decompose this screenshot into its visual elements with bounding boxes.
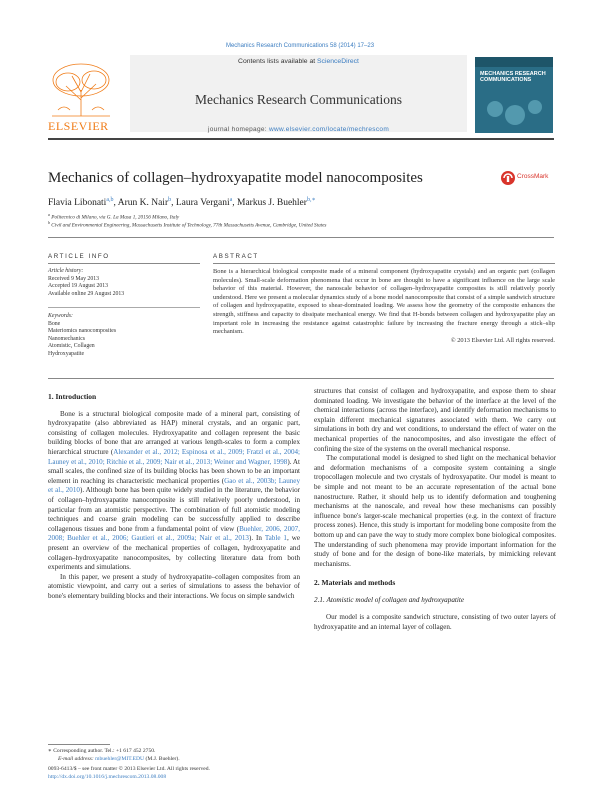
history-item: Available online 29 August 2013 <box>48 290 125 297</box>
contents-line: Contents lists available at ScienceDirec… <box>130 58 467 65</box>
footnote-rule <box>48 744 110 745</box>
abstract-heading: ABSTRACT <box>213 253 259 260</box>
right-paragraph-2: The computational model is designed to s… <box>314 454 556 568</box>
homepage-prefix: journal homepage: <box>207 126 270 133</box>
author-sup[interactable]: b,∗ <box>306 197 316 203</box>
article-title: Mechanics of collagen–hydroxyapatite mod… <box>48 170 423 186</box>
journal-title: Mechanics Research Communications <box>195 92 402 107</box>
history-item: Received 9 May 2013 <box>48 275 100 282</box>
paragraph-text: , we present an overview of the mechanic… <box>48 534 300 572</box>
crossmark-label: CrossMark <box>517 173 549 180</box>
keyword: Atomistic, Collagen <box>48 343 95 350</box>
elsevier-tree-logo <box>44 60 118 118</box>
homepage-link[interactable]: www.elsevier.com/locate/mechrescom <box>269 126 390 133</box>
info-rule <box>48 263 200 264</box>
history-item: Accepted 19 August 2013 <box>48 283 109 290</box>
intro-paragraph-1: Bone is a structural biological composit… <box>48 410 300 573</box>
corresponding-author: ∗ Corresponding author. Tel.: +1 617 452… <box>48 748 156 754</box>
paragraph-text: ). At small scales, the confined size of… <box>48 457 300 485</box>
abstract-text: Bone is a hierarchical biological compos… <box>213 268 555 336</box>
right-paragraph-1: structures that consist of collagen and … <box>314 387 556 453</box>
cover-title: MECHANICS RESEARCH COMMUNICATIONS <box>480 71 546 83</box>
subsection-heading-model: 2.1. Atomistic model of collagen and hyd… <box>314 595 465 604</box>
email-line: E-mail address: mbuehler@MIT.EDU (M.J. B… <box>48 756 210 764</box>
affiliation-text: Civil and Environmental Engineering, Mas… <box>51 222 327 229</box>
paragraph-text: ). Although bone has been quite widely s… <box>48 486 300 533</box>
citation-link[interactable]: Gao et al., 2003b; Launey et al., 2010 <box>48 476 300 495</box>
author-name: Markus J. Buehler <box>237 198 307 209</box>
abstract-bottom-rule <box>48 378 554 379</box>
email-suffix: (M.J. Buehler). <box>144 755 180 762</box>
author-sup[interactable]: a,b <box>106 197 114 203</box>
journal-citation[interactable]: Mechanics Research Communications 58 (20… <box>225 43 375 49</box>
keyword: Hydroxyapatite <box>48 350 85 357</box>
header-rule <box>48 138 554 140</box>
methods-paragraph-1: Our model is a composite sandwich struct… <box>314 613 556 632</box>
contents-prefix: Contents lists available at <box>238 58 318 65</box>
affiliation-text: Politecnico di Milano, via G. La Masa 1,… <box>51 214 180 221</box>
journal-cover-image: MECHANICS RESEARCH COMMUNICATIONS <box>475 57 553 133</box>
issn-line: 0093-6413/$ – see front matter © 2013 El… <box>48 766 210 772</box>
left-column: 1. Introduction Bone is a structural bio… <box>48 392 300 601</box>
keyword: Nanomechanics <box>48 335 86 342</box>
intro-paragraph-2: In this paper, we present a study of hyd… <box>48 572 300 600</box>
keyword: Bone <box>48 320 61 327</box>
publisher-logo-text: ELSEVIER <box>48 119 109 133</box>
footnotes: ∗ Corresponding author. Tel.: +1 617 452… <box>48 748 210 781</box>
doi-link[interactable]: http://dx.doi.org/10.1016/j.mechrescom.2… <box>48 773 167 780</box>
email-link[interactable]: mbuehler@MIT.EDU <box>95 755 145 762</box>
abstract-copyright: © 2013 Elsevier Ltd. All rights reserved… <box>450 336 555 344</box>
author-name: Laura Vergani <box>175 198 230 209</box>
email-label: E-mail address: <box>58 755 96 762</box>
history-heading: Article history: <box>48 268 84 274</box>
author-sup[interactable]: a <box>229 197 233 203</box>
paragraph-text: Bone is a structural biological composit… <box>48 409 300 456</box>
abstract-rule <box>213 263 555 264</box>
article-history: Article history: Received 9 May 2013 Acc… <box>48 268 124 298</box>
journal-header-box <box>130 55 467 132</box>
citation-link[interactable]: Table 1 <box>264 534 287 543</box>
author-name: Arun K. Nair <box>117 198 169 209</box>
keywords-rule <box>48 307 200 308</box>
paragraph-text: ). In <box>248 534 265 543</box>
author-name: Flavia Libonati <box>48 198 107 209</box>
keyword: Materiomics nanocomposites <box>48 328 117 335</box>
article-info-heading: ARTICLE INFO <box>48 253 110 260</box>
sciencedirect-link[interactable]: ScienceDirect <box>317 58 359 65</box>
affiliation-b: b Civil and Environmental Engineering, M… <box>48 220 326 229</box>
right-column: structures that consist of collagen and … <box>314 387 556 633</box>
crossmark-badge[interactable]: CrossMark <box>500 170 560 186</box>
citation-link[interactable]: Buehler, 2006, 2007, 2008; Buehler et al… <box>48 524 300 543</box>
citation-link[interactable]: Alexander et al., 2012; Espinosa et al.,… <box>48 447 301 466</box>
section-heading-methods: 2. Materials and methods <box>314 578 396 588</box>
affiliation-a: a Politecnico di Milano, via G. La Masa … <box>48 212 179 221</box>
abstract-body: Bone is a hierarchical biological compos… <box>213 268 555 345</box>
affiliation-sup: a <box>48 212 50 217</box>
keywords: Keywords: Bone Materiomics nanocomposite… <box>48 313 116 359</box>
keywords-heading: Keywords: <box>48 313 73 319</box>
title-rule <box>48 237 554 238</box>
journal-homepage: journal homepage: www.elsevier.com/locat… <box>130 126 467 133</box>
affiliation-sup: b <box>48 220 50 225</box>
author-sup[interactable]: b <box>168 197 172 203</box>
section-heading-introduction: 1. Introduction <box>48 392 97 401</box>
author-list: Flavia Libonatia,b, Arun K. Nairb, Laura… <box>48 197 316 209</box>
